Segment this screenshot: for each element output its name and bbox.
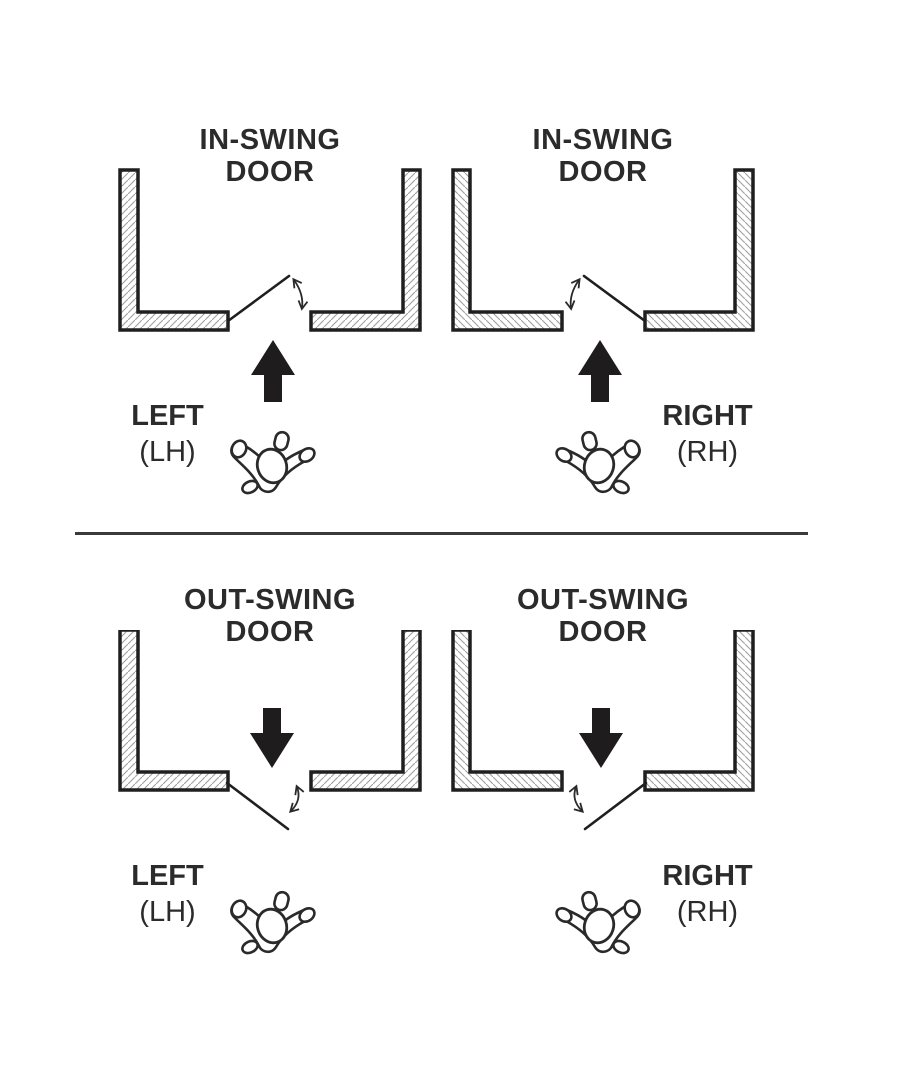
person-right-hand bbox=[298, 446, 316, 464]
hand-label: LEFT bbox=[131, 860, 204, 892]
title-line-1: IN-SWING bbox=[199, 124, 341, 156]
hand-label-block: RIGHT (RH) bbox=[645, 398, 770, 470]
title-line-1: IN-SWING bbox=[532, 124, 674, 156]
section-divider bbox=[75, 532, 808, 535]
title-line-2: DOOR bbox=[225, 616, 315, 648]
right-wall bbox=[309, 630, 422, 792]
person-forward-foot bbox=[273, 890, 290, 912]
quadrant-in-swing-left: IN-SWING DOOR LEFT (LH) bbox=[100, 108, 440, 508]
title-line-2: DOOR bbox=[225, 156, 315, 188]
door-plan-diagram bbox=[118, 630, 422, 831]
left-wall bbox=[451, 168, 564, 332]
swing-arc-icon bbox=[568, 784, 585, 814]
title-line-2: DOOR bbox=[558, 616, 648, 648]
person-forward-foot bbox=[581, 890, 598, 912]
left-wall bbox=[118, 168, 230, 332]
travel-direction-arrow-icon bbox=[251, 340, 295, 402]
person-forward-foot bbox=[273, 430, 290, 452]
left-wall bbox=[118, 630, 230, 792]
person-right-hand bbox=[623, 439, 641, 459]
quadrant-title: OUT-SWING DOOR bbox=[433, 584, 773, 648]
hand-label-block: RIGHT (RH) bbox=[645, 858, 770, 930]
person-top-view-icon bbox=[555, 430, 641, 495]
swing-arc-icon bbox=[564, 277, 581, 311]
person-top-view-icon bbox=[555, 890, 641, 955]
right-wall bbox=[309, 168, 422, 332]
hand-abbr: (RH) bbox=[676, 436, 739, 468]
hand-label: LEFT bbox=[131, 400, 204, 432]
person-left-hand bbox=[230, 899, 248, 919]
door-leaf bbox=[226, 274, 291, 323]
hand-abbr: (LH) bbox=[139, 436, 196, 468]
quadrant-out-swing-left: OUT-SWING DOOR LEFT (LH) bbox=[100, 568, 440, 968]
quadrant-out-swing-right: OUT-SWING DOOR RIGHT (RH) bbox=[433, 568, 773, 968]
door-plan-diagram bbox=[118, 168, 422, 402]
hand-label: RIGHT bbox=[662, 860, 753, 892]
door-leaf bbox=[583, 781, 648, 831]
hand-abbr: (LH) bbox=[139, 896, 196, 928]
door-leaf bbox=[582, 274, 647, 323]
swing-arc-icon bbox=[288, 784, 305, 814]
quadrant-in-swing-right: IN-SWING DOOR RIGHT (RH) bbox=[433, 108, 773, 508]
travel-direction-arrow-icon bbox=[250, 708, 294, 768]
title-line-1: OUT-SWING bbox=[183, 584, 357, 616]
person-head bbox=[255, 907, 289, 945]
person-left-hand bbox=[230, 439, 248, 459]
person-head bbox=[582, 447, 616, 485]
left-wall bbox=[451, 630, 564, 792]
person-head bbox=[582, 907, 616, 945]
quadrant-title: OUT-SWING DOOR bbox=[100, 584, 440, 648]
hand-label-block: LEFT (LH) bbox=[120, 398, 215, 470]
swing-arc-icon bbox=[292, 277, 309, 311]
hand-abbr: (RH) bbox=[676, 896, 739, 928]
door-leaf bbox=[225, 781, 290, 831]
travel-direction-arrow-icon bbox=[578, 340, 622, 402]
person-right-hand bbox=[623, 899, 641, 919]
door-plan-diagram bbox=[451, 168, 755, 402]
title-line-1: OUT-SWING bbox=[516, 584, 690, 616]
quadrant-title: IN-SWING DOOR bbox=[100, 124, 440, 188]
title-line-2: DOOR bbox=[558, 156, 648, 188]
person-forward-foot bbox=[581, 430, 598, 452]
right-wall bbox=[643, 168, 755, 332]
travel-direction-arrow-icon bbox=[579, 708, 623, 768]
person-top-view-icon bbox=[230, 430, 316, 495]
person-left-hand bbox=[555, 906, 573, 924]
hand-label-block: LEFT (LH) bbox=[120, 858, 215, 930]
door-plan-diagram bbox=[451, 630, 755, 831]
right-wall bbox=[643, 630, 755, 792]
hand-label: RIGHT bbox=[662, 400, 753, 432]
person-top-view-icon bbox=[230, 890, 316, 955]
person-head bbox=[255, 447, 289, 485]
person-right-hand bbox=[298, 906, 316, 924]
person-left-hand bbox=[555, 446, 573, 464]
quadrant-title: IN-SWING DOOR bbox=[433, 124, 773, 188]
